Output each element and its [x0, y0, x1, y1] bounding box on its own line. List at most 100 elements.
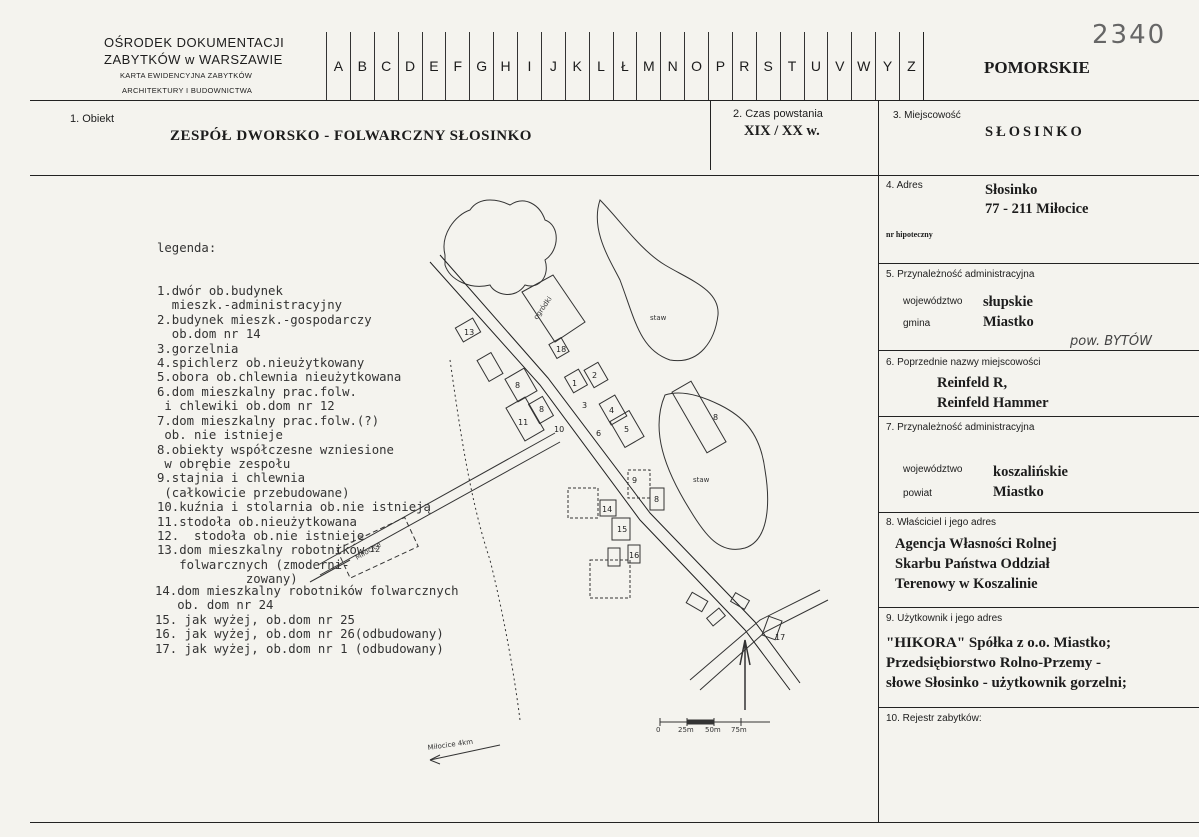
commune-value: Miastko: [983, 314, 1034, 330]
commune-label: gmina: [903, 318, 931, 329]
index-letter: M: [636, 32, 660, 100]
index-letter: S: [755, 32, 780, 100]
legend-items: 1.dwór ob.budynek mieszk.-administracyjn…: [157, 284, 431, 587]
field-label-czas: 2. Czas powstania: [733, 108, 823, 120]
legend-item: 16. jak wyżej, ob.dom nr 26(odbudowany): [155, 627, 444, 642]
main-road: [429, 261, 791, 691]
field-label-przynaleznosc: 5. Przynależność administracyjna: [886, 269, 1035, 280]
legend-item: 1.dwór ob.budynek: [157, 284, 283, 299]
card-type: KARTA EWIDENCYJNA ZABYTKÓW: [120, 71, 253, 80]
legend-item: 15. jak wyżej, ob.dom nr 25: [155, 612, 355, 627]
legend-item: 3.gorzelnia: [157, 341, 239, 356]
mortgage-number-label: nr hipoteczny: [886, 230, 933, 239]
scale-label-25: 25m: [678, 726, 694, 734]
index-letter: T: [779, 32, 804, 100]
field-label-adres: 4. Adres: [886, 180, 923, 191]
voivodeship2-label: województwo: [903, 464, 963, 475]
legend-item: 4.spichlerz ob.nieużytkowany: [157, 356, 365, 371]
index-letter: W: [851, 32, 875, 100]
field-label-wlasciciel: 8. Właściciel i jego adres: [886, 517, 997, 528]
legend-item: 11.stodoła ob.nieużytkowana: [157, 514, 357, 529]
legend-title: legenda:: [157, 240, 217, 255]
index-letter: R: [731, 32, 756, 100]
index-letter: V: [827, 32, 851, 100]
card-subtype: ARCHITEKTURY I BUDOWNICTWA: [122, 86, 253, 95]
handwritten-county-note: pow. BYTÓW: [1070, 334, 1152, 349]
road-label-milocice-4km: Miłocice 4km: [427, 738, 474, 752]
building-number-10: 10: [554, 425, 564, 434]
building-number-13: 13: [464, 328, 474, 337]
lake-label-south: staw: [693, 476, 710, 484]
legend-item: 17. jak wyżej, ob.dom nr 1 (odbudowany): [155, 641, 444, 656]
legend-item: w obrębie zespołu: [157, 456, 291, 471]
building-number-17: 17: [775, 633, 785, 642]
legend-item: ob.dom nr 14: [157, 327, 261, 342]
former-name-1: Reinfeld R,: [937, 375, 1008, 391]
index-letter: A: [326, 32, 350, 100]
legend-item: 9.stajnia i chlewnia: [157, 471, 306, 486]
user-line2: Przedsiębiorstwo Rolno-Przemy -: [886, 655, 1101, 671]
legend-item: (całkowicie przebudowane): [157, 485, 350, 500]
field-label-miejscowosc: 3. Miejscowość: [893, 110, 961, 121]
address-line1: Słosinko: [985, 182, 1038, 198]
index-letter: P: [708, 32, 732, 100]
index-letter: Z: [899, 32, 923, 100]
field-label-poprzednie: 6. Poprzednie nazwy miejscowości: [886, 357, 1041, 368]
building-number-8d: 8: [654, 495, 659, 504]
building-number-16: 16: [629, 551, 639, 560]
map-legend: legenda: 1.dwór ob.budynek mieszk.-admin…: [157, 212, 431, 601]
index-letter: U: [803, 32, 828, 100]
building-number-9: 9: [632, 476, 637, 485]
institution-name: OŚRODEK DOKUMENTACJI ZABYTKÓW w WARSZAWI…: [104, 34, 284, 68]
side-road-milocice: [319, 441, 561, 576]
scale-label-75: 75m: [731, 726, 747, 734]
legend-item: ob. dom nr 24: [155, 598, 274, 613]
field-label-przynaleznosc2: 7. Przynależność administracyjna: [886, 422, 1035, 433]
garden-plot: [521, 274, 586, 343]
field-label-uzytkownik: 9. Użytkownik i jego adres: [886, 613, 1003, 624]
legend-item: 14.dom mieszkalny robotników folwarcznyc…: [155, 584, 459, 598]
legend-item: 2.budynek mieszk.-gospodarczy: [157, 312, 372, 327]
building-number-2: 2: [592, 371, 597, 380]
index-letter: K: [564, 32, 589, 100]
building-number-11: 11: [518, 418, 528, 427]
owner-line1: Agencja Własności Rolnej: [895, 536, 1057, 552]
scale-label-0: 0: [656, 726, 660, 734]
legend-item: 7.dom mieszkalny prac.folw.(?): [157, 413, 380, 428]
building-number-3: 3: [582, 401, 587, 410]
building-number-14: 14: [602, 505, 612, 514]
index-letter: L: [588, 32, 613, 100]
scale-bar: [659, 718, 770, 726]
index-letter: J: [540, 32, 565, 100]
building-number-18: 18: [556, 345, 566, 354]
building-number-6: 6: [596, 429, 601, 438]
index-letter: F: [445, 32, 469, 100]
site-plan-map: staw staw ogródki Miłocice Miłocice 4km …: [309, 199, 829, 765]
legend-item: 13.dom mieszkalny robotników: [157, 543, 365, 558]
legend-item: mieszk.-administracyjny: [157, 298, 343, 313]
legend-items-continued: 14.dom mieszkalny robotników folwarcznyc…: [155, 584, 459, 656]
county-value: Miastko: [993, 484, 1044, 500]
building-number-8a: 8: [713, 413, 718, 422]
legend-item: i chlewiki ob.dom nr 12: [157, 399, 335, 414]
building-number-4: 4: [609, 406, 614, 415]
address-line2: 77 - 211 Miłocice: [985, 201, 1089, 217]
field-label-rejestr: 10. Rejestr zabytków:: [886, 713, 982, 724]
legend-item: ob. nie istnieje: [157, 428, 283, 443]
legend-item: 12. stodoła ob.nie istnieje: [157, 528, 365, 543]
construction-period: XIX / XX w.: [744, 123, 820, 139]
legend-item: 8.obiekty współczesne wzniesione: [157, 442, 394, 457]
north-arrow: [739, 639, 751, 710]
building-number-8c: 8: [515, 381, 520, 390]
building-number-5: 5: [624, 425, 629, 434]
lake-north: [596, 199, 719, 362]
former-name-2: Reinfeld Hammer: [937, 395, 1049, 411]
index-letter: N: [660, 32, 684, 100]
garden-label: ogródki: [532, 295, 554, 321]
voivodeship-value: słupskie: [983, 294, 1033, 310]
institution-line2: ZABYTKÓW w WARSZAWIE: [104, 52, 283, 67]
legend-item: 6.dom mieszkalny prac.folw.: [157, 384, 357, 399]
building-number-15: 15: [617, 525, 627, 534]
scale-label-50: 50m: [705, 726, 721, 734]
tree-line-outline: [443, 199, 557, 295]
